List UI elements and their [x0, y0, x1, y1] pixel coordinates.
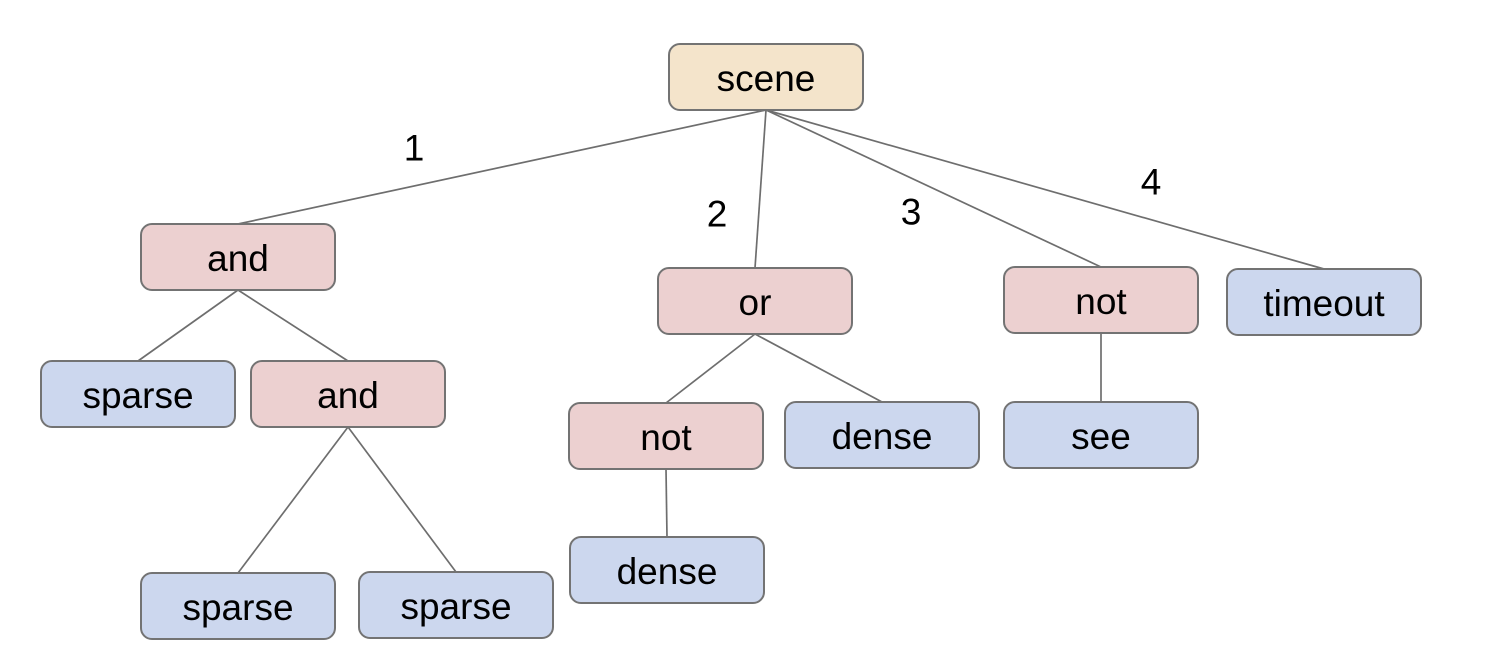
tree-edge-and1-sparse1 [137, 289, 239, 362]
edge-label-4: 4 [1140, 161, 1162, 203]
tree-edge-and2-sparse3 [347, 426, 457, 573]
tree-node-label: dense [831, 415, 933, 457]
tree-node-and1: and [140, 223, 336, 291]
edge-label-3: 3 [900, 191, 922, 233]
tree-edge-or1-not2 [665, 333, 756, 404]
tree-node-not1: not [1003, 266, 1199, 334]
tree-node-dense2: dense [569, 536, 765, 604]
tree-node-label: not [1075, 280, 1127, 322]
tree-edge-not2-dense2 [665, 468, 668, 538]
tree-edge-scene-not1 [765, 109, 1102, 268]
tree-node-not2: not [568, 402, 764, 470]
tree-node-label: scene [716, 57, 816, 99]
tree-node-sparse1: sparse [40, 360, 236, 428]
tree-node-label: dense [616, 550, 718, 592]
tree-edge-scene-or1 [754, 109, 767, 269]
edge-label-1: 1 [403, 127, 425, 169]
tree-node-label: and [317, 374, 379, 416]
tree-node-label: timeout [1263, 282, 1385, 324]
tree-node-label: or [738, 281, 772, 323]
edge-label-2: 2 [706, 193, 728, 235]
tree-edge-scene-and1 [237, 109, 767, 225]
tree-node-and2: and [250, 360, 446, 428]
tree-node-timeout1: timeout [1226, 268, 1422, 336]
tree-edge-and1-and2 [237, 289, 349, 362]
tree-node-label: sparse [82, 374, 194, 416]
tree-node-sparse2: sparse [140, 572, 336, 640]
tree-edge-or1-dense1 [754, 333, 883, 403]
tree-edge-and2-sparse2 [237, 426, 349, 574]
tree-node-label: not [640, 416, 692, 458]
tree-node-sparse3: sparse [358, 571, 554, 639]
tree-edge-scene-timeout1 [765, 109, 1325, 270]
tree-node-label: sparse [182, 586, 294, 628]
tree-node-or1: or [657, 267, 853, 335]
tree-node-dense1: dense [784, 401, 980, 469]
tree-node-label: sparse [400, 585, 512, 627]
tree-node-label: and [207, 237, 269, 279]
tree-node-scene: scene [668, 43, 864, 111]
tree-node-label: see [1071, 415, 1131, 457]
tree-node-see1: see [1003, 401, 1199, 469]
